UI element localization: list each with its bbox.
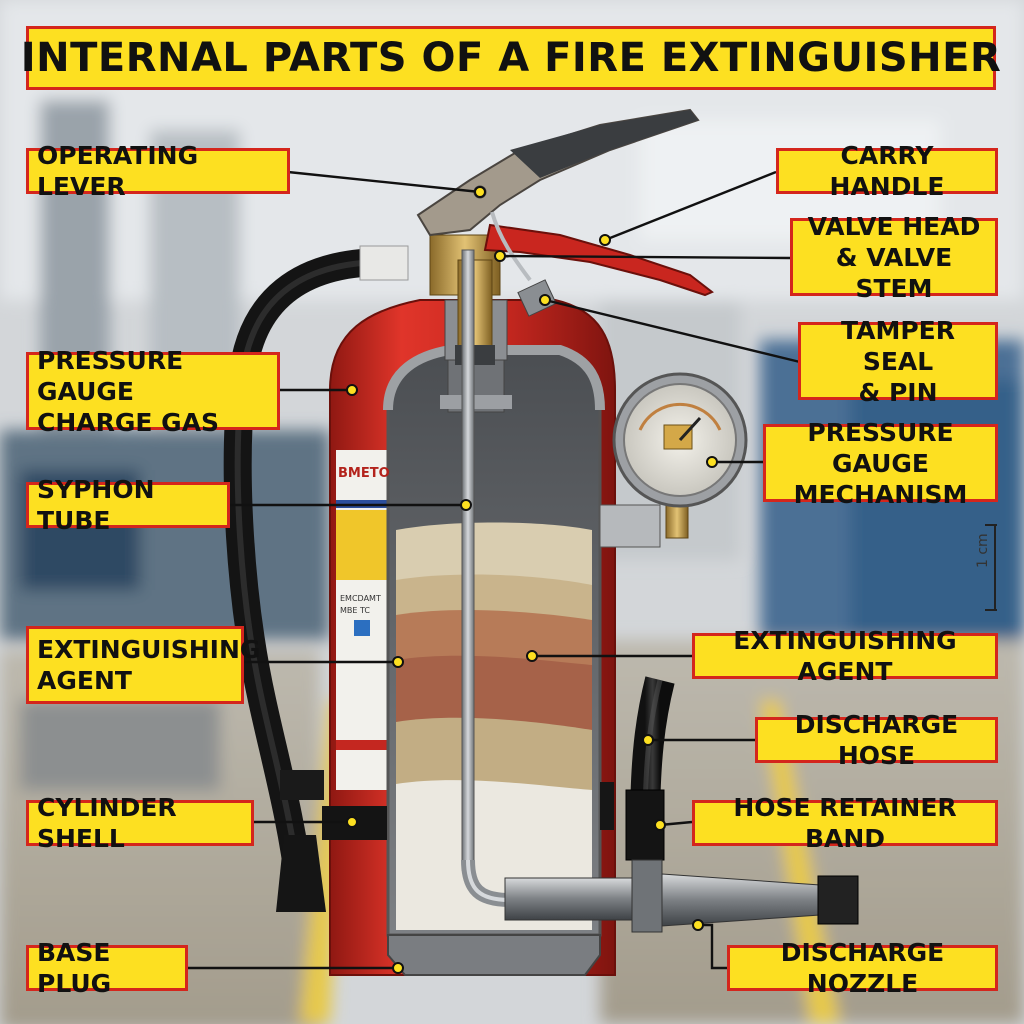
label-operating-lever: OPERATING LEVER — [26, 141, 290, 201]
tamper-seal — [490, 211, 557, 317]
discharge-nozzle — [504, 859, 859, 933]
decal-line-1: EMCDAMT — [340, 594, 381, 603]
label-pressure-gauge-mechanism: PRESSURE GAUGE MECHANISM — [763, 418, 998, 509]
label-syphon-tube: SYPHON TUBE — [26, 475, 230, 535]
rear-hose — [223, 245, 409, 912]
decal-line-2: MBE TC — [340, 606, 370, 615]
label-carry-handle: CARRY HANDLE — [776, 141, 998, 201]
label-valve-head: VALVE HEAD & VALVE STEM — [790, 212, 998, 303]
pressure-gauge — [599, 372, 748, 548]
decal-brand: BMETO — [338, 466, 390, 481]
leader-dots — [346, 186, 718, 974]
label-extinguishing-agent-left: EXTINGUISHING AGENT — [26, 626, 260, 704]
page-title: INTERNAL PARTS OF A FIRE EXTINGUISHER — [21, 26, 1001, 90]
carry-handle — [483, 223, 714, 297]
scale-label: 1 cm — [975, 533, 991, 568]
label-cylinder-shell: CYLINDER SHELL — [26, 793, 254, 853]
label-tamper-seal: TAMPER SEAL & PIN — [798, 316, 998, 407]
scale-bar — [985, 524, 997, 611]
label-pressure-gauge-charge-gas: PRESSURE GAUGE CHARGE GAS — [26, 346, 280, 437]
label-discharge-hose: DISCHARGE HOSE — [755, 710, 998, 770]
warning-decal — [336, 450, 388, 790]
cylinder-base — [387, 934, 601, 976]
label-discharge-nozzle: DISCHARGE NOZZLE — [727, 938, 998, 998]
label-hose-retainer-band: HOSE RETAINER BAND — [692, 793, 998, 853]
extinguishing-agent — [396, 522, 592, 930]
leader-lines — [186, 170, 801, 970]
label-base-plug: BASE PLUG — [26, 938, 188, 998]
label-extinguishing-agent-right: EXTINGUISHING AGENT — [692, 626, 998, 686]
valve-assembly — [429, 234, 512, 413]
